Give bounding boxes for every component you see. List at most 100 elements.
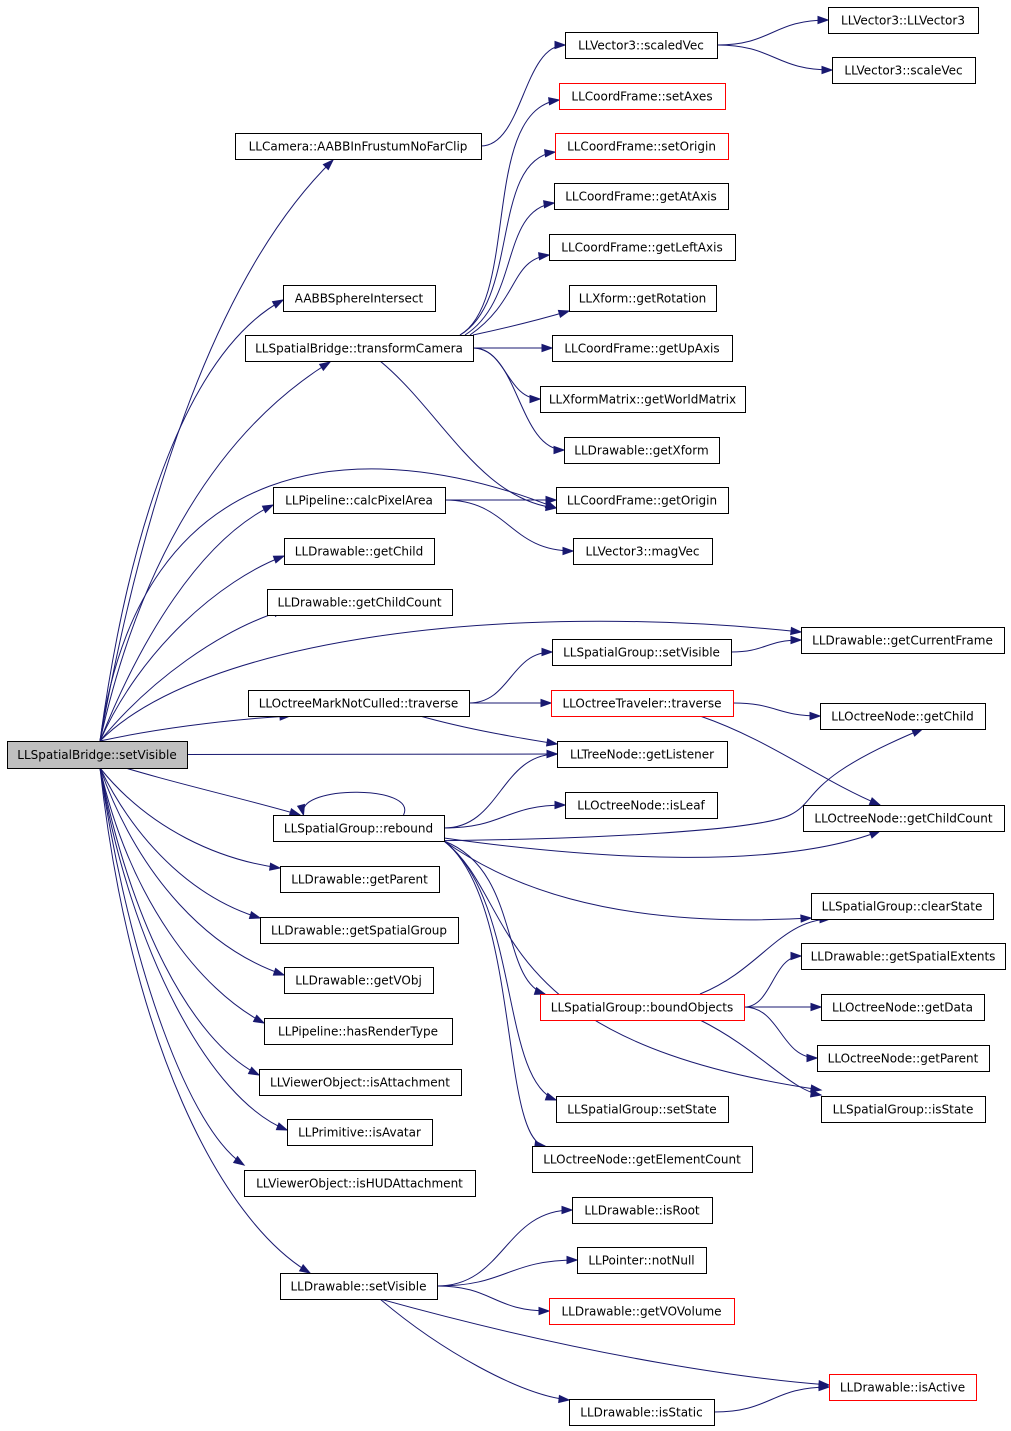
arrowhead-icon xyxy=(557,309,571,318)
arrowhead-icon xyxy=(818,1382,831,1392)
function-node-getlistener[interactable]: LLTreeNode::getListener xyxy=(557,741,728,768)
function-node-getrotation[interactable]: LLXform::getRotation xyxy=(569,285,717,312)
function-node-getupaxis[interactable]: LLCoordFrame::getUpAxis xyxy=(552,335,733,362)
function-node-isstate[interactable]: LLSpatialGroup::isState xyxy=(821,1096,986,1123)
function-node-getspatialextents[interactable]: LLDrawable::getSpatialExtents xyxy=(801,943,1006,970)
node-box xyxy=(248,690,470,717)
function-node-getleftaxis[interactable]: LLCoordFrame::getLeftAxis xyxy=(549,234,736,261)
edge-line xyxy=(99,299,284,742)
function-node-isleaf[interactable]: LLOctreeNode::isLeaf xyxy=(565,792,718,819)
node-box xyxy=(235,133,482,160)
call-edge-rebound-to-rebound xyxy=(296,791,406,817)
node-box xyxy=(280,866,440,893)
function-node-ongetchildcount[interactable]: LLOctreeNode::getChildCount xyxy=(803,805,1005,832)
function-node-ongetparent[interactable]: LLOctreeNode::getParent xyxy=(817,1045,990,1072)
function-node-octreetraveler[interactable]: LLOctreeTraveler::traverse xyxy=(551,690,734,717)
call-edge-octreemark-to-getlistener xyxy=(419,715,559,747)
function-node-transformcamera[interactable]: LLSpatialBridge::transformCamera xyxy=(245,335,474,362)
function-node-magvec[interactable]: LLVector3::magVec xyxy=(573,538,713,565)
function-node-isstatic[interactable]: LLDrawable::isStatic xyxy=(569,1399,715,1426)
function-node-scaledvec[interactable]: LLVector3::scaledVec xyxy=(565,32,718,59)
function-node-ishudattachment[interactable]: LLViewerObject::isHUDAttachment xyxy=(244,1170,476,1197)
function-node-setorigin[interactable]: LLCoordFrame::setOrigin xyxy=(555,133,729,160)
function-node-setaxes[interactable]: LLCoordFrame::setAxes xyxy=(559,83,726,110)
node-box xyxy=(565,32,718,59)
arrowhead-icon xyxy=(247,1066,261,1076)
call-edge-octreetraveler-to-ongetchildcount xyxy=(699,715,882,806)
edge-line xyxy=(443,830,881,858)
call-edge-root-to-getcurrentframe xyxy=(99,620,803,742)
node-label: LLSpatialGroup::boundObjects xyxy=(551,1001,733,1015)
edge-line xyxy=(464,202,555,336)
function-node-aabbfrustum[interactable]: LLCamera::AABBInFrustumNoFarClip xyxy=(235,133,482,160)
node-label: LLOctreeNode::isLeaf xyxy=(577,799,705,813)
edge-line xyxy=(399,728,923,842)
function-node-ongetchild[interactable]: LLOctreeNode::getChild xyxy=(820,703,986,730)
function-node-scalevec[interactable]: LLVector3::scaleVec xyxy=(832,57,976,84)
function-node-octreemark[interactable]: LLOctreeMarkNotCulled::traverse xyxy=(248,690,470,717)
function-node-getcurrentframe[interactable]: LLDrawable::getCurrentFrame xyxy=(801,627,1005,654)
arrowhead-icon xyxy=(322,158,335,171)
function-node-hasrendertype[interactable]: LLPipeline::hasRenderType xyxy=(264,1018,453,1045)
function-node-root[interactable]: LLSpatialBridge::setVisible xyxy=(7,741,188,769)
function-node-aabbsphere[interactable]: AABBSphereIntersect xyxy=(283,285,436,312)
call-edge-dsetvisible-to-notnull xyxy=(436,1255,579,1287)
edge-line xyxy=(99,159,334,742)
function-node-isactive[interactable]: LLDrawable::isActive xyxy=(829,1374,977,1401)
function-node-sgsetvisible[interactable]: LLSpatialGroup::setVisible xyxy=(552,639,732,666)
call-edge-dsetvisible-to-isroot xyxy=(436,1205,574,1287)
node-label: LLXformMatrix::getWorldMatrix xyxy=(549,393,736,407)
arrowhead-icon xyxy=(538,1306,551,1316)
node-box xyxy=(283,285,436,312)
node-box xyxy=(811,893,994,920)
node-label: LLDrawable::getChildCount xyxy=(277,596,441,610)
function-node-isroot[interactable]: LLDrawable::isRoot xyxy=(572,1197,713,1224)
function-node-calcpixelarea[interactable]: LLPipeline::calcPixelArea xyxy=(273,487,446,514)
arrowhead-icon xyxy=(558,1394,571,1404)
call-edge-octreetraveler-to-ongetchild xyxy=(732,702,822,721)
function-node-dsetvisible[interactable]: LLDrawable::setVisible xyxy=(280,1273,438,1300)
edge-line xyxy=(716,44,833,71)
node-box xyxy=(557,741,728,768)
edge-line xyxy=(469,254,550,336)
function-node-isattachment[interactable]: LLViewerObject::isAttachment xyxy=(259,1069,462,1096)
function-node-isavatar[interactable]: LLPrimitive::isAvatar xyxy=(287,1119,433,1146)
function-node-setstate[interactable]: LLSpatialGroup::setState xyxy=(556,1096,729,1123)
function-node-getorigin[interactable]: LLCoordFrame::getOrigin xyxy=(556,487,729,514)
function-node-getchildcount[interactable]: LLDrawable::getChildCount xyxy=(267,589,453,616)
call-edge-boundobjects-to-getspatialextents xyxy=(743,951,803,1008)
arrowhead-icon xyxy=(544,500,558,509)
function-node-llvector3[interactable]: LLVector3::LLVector3 xyxy=(828,7,979,34)
arrowhead-icon xyxy=(272,555,286,564)
function-node-getataxis[interactable]: LLCoordFrame::getAtAxis xyxy=(554,183,729,210)
function-node-notnull[interactable]: LLPointer::notNull xyxy=(577,1247,707,1274)
function-node-clearstate[interactable]: LLSpatialGroup::clearState xyxy=(811,893,994,920)
node-box xyxy=(801,943,1006,970)
arrowhead-icon xyxy=(272,967,286,976)
function-node-getelementcount[interactable]: LLOctreeNode::getElementCount xyxy=(532,1146,753,1173)
edge-line xyxy=(444,499,574,552)
call-edge-root-to-getchild xyxy=(99,555,286,742)
node-label: LLDrawable::getVObj xyxy=(295,974,422,988)
function-node-getvovolume[interactable]: LLDrawable::getVOVolume xyxy=(549,1298,735,1325)
node-label: LLDrawable::isActive xyxy=(840,1381,965,1395)
node-box xyxy=(7,741,188,769)
edge-line xyxy=(419,715,558,745)
function-node-getworldmatrix[interactable]: LLXformMatrix::getWorldMatrix xyxy=(540,386,746,413)
function-node-getspatialgroup[interactable]: LLDrawable::getSpatialGroup xyxy=(260,917,459,944)
call-edge-root-to-getorigin xyxy=(99,468,558,742)
edge-line xyxy=(99,767,288,1131)
function-node-ongetdata[interactable]: LLOctreeNode::getData xyxy=(821,994,985,1021)
function-node-getxform[interactable]: LLDrawable::getXform xyxy=(564,437,720,464)
node-label: LLXform::getRotation xyxy=(579,292,707,306)
function-nodes: LLSpatialBridge::setVisible LLCamera::AAB… xyxy=(7,7,1006,1426)
node-box xyxy=(556,1096,729,1123)
function-node-getvobj[interactable]: LLDrawable::getVObj xyxy=(284,967,434,994)
function-node-rebound[interactable]: LLSpatialGroup::rebound xyxy=(273,815,445,842)
function-node-boundobjects[interactable]: LLSpatialGroup::boundObjects xyxy=(540,994,745,1021)
function-node-getchild[interactable]: LLDrawable::getChild xyxy=(284,538,435,565)
node-box xyxy=(572,1197,713,1224)
call-edges xyxy=(99,15,924,1413)
arrowhead-icon xyxy=(271,299,285,309)
function-node-getparent[interactable]: LLDrawable::getParent xyxy=(280,866,440,893)
